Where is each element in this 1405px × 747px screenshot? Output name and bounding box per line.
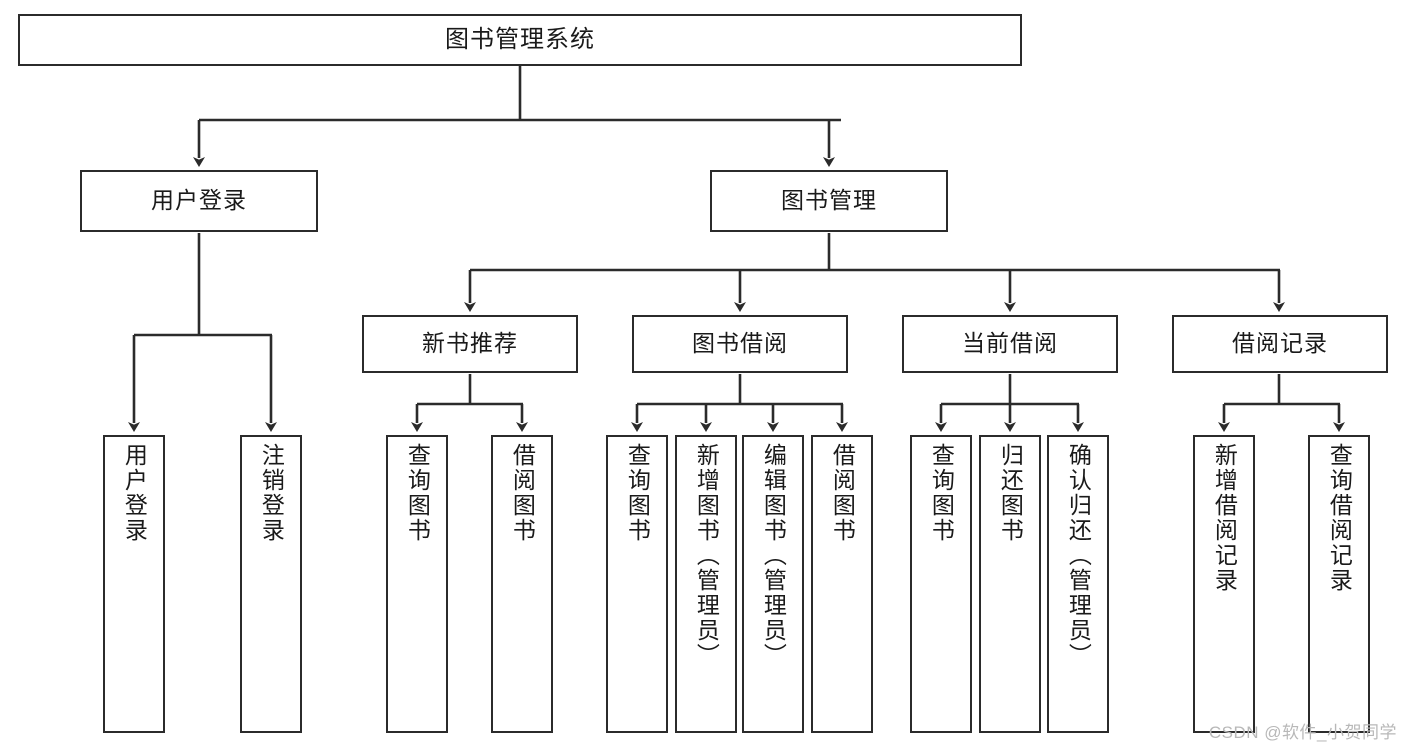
node-label: 新书推荐 [422,330,518,357]
node-user-login[interactable]: 用户登录 [80,170,318,232]
node-borrow-record[interactable]: 借阅记录 [1172,315,1388,373]
leaf-add-book[interactable]: 新增图书（管理员） [675,435,737,733]
node-label: 归还图书 [997,443,1024,543]
leaf-borrow-book[interactable]: 借阅图书 [811,435,873,733]
node-label: 图书管理 [781,187,877,214]
node-book-borrow[interactable]: 图书借阅 [632,315,848,373]
leaf-borrow-book-recommend[interactable]: 借阅图书 [491,435,553,733]
leaf-edit-book[interactable]: 编辑图书（管理员） [742,435,804,733]
leaf-add-borrow-record[interactable]: 新增借阅记录 [1193,435,1255,733]
node-label: 借阅记录 [1232,330,1328,357]
node-label: 查询借阅记录 [1326,443,1353,593]
node-current-borrow[interactable]: 当前借阅 [902,315,1118,373]
leaf-user-logout[interactable]: 注销登录 [240,435,302,733]
leaf-query-borrow-record[interactable]: 查询借阅记录 [1308,435,1370,733]
leaf-return-book[interactable]: 归还图书 [979,435,1041,733]
node-label: 注销登录 [258,443,285,543]
node-label: 新增借阅记录 [1211,443,1238,593]
node-label: 当前借阅 [962,330,1058,357]
node-label: 新增图书（管理员） [693,443,720,668]
node-label: 确认归还（管理员） [1065,443,1092,668]
node-label: 图书借阅 [692,330,788,357]
leaf-query-book-current[interactable]: 查询图书 [910,435,972,733]
node-label: 用户登录 [121,443,148,543]
node-label: 借阅图书 [509,443,536,543]
node-label: 编辑图书（管理员） [760,443,787,668]
node-label: 查询图书 [928,443,955,543]
node-label: 查询图书 [404,443,431,543]
leaf-user-login[interactable]: 用户登录 [103,435,165,733]
node-label: 借阅图书 [829,443,856,543]
node-book-manage[interactable]: 图书管理 [710,170,948,232]
node-label: 查询图书 [624,443,651,543]
node-label: 图书管理系统 [445,25,595,53]
node-root-book-management-system[interactable]: 图书管理系统 [18,14,1022,66]
leaf-query-book-recommend[interactable]: 查询图书 [386,435,448,733]
leaf-query-book-borrow[interactable]: 查询图书 [606,435,668,733]
node-new-book-recommend[interactable]: 新书推荐 [362,315,578,373]
leaf-confirm-return[interactable]: 确认归还（管理员） [1047,435,1109,733]
node-label: 用户登录 [151,187,247,214]
